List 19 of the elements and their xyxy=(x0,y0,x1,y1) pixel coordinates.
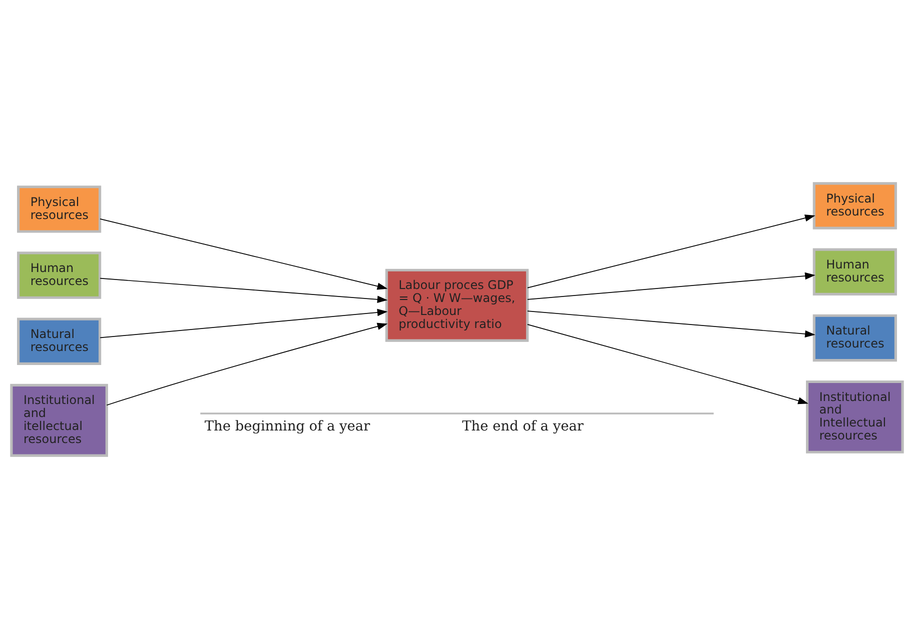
label: The beginning of a year xyxy=(204,418,370,434)
arrow xyxy=(100,218,388,290)
node-box: Natural resources xyxy=(812,314,897,362)
node-box: Physical resources xyxy=(17,185,102,232)
node-box: Natural resources xyxy=(17,317,102,364)
arrow xyxy=(100,308,388,338)
node-box: Institutional and Intellectual resources xyxy=(806,380,904,453)
arrow xyxy=(527,324,808,404)
node-box: Labour proces GDP = Q · W W—wages, Q—Labour productivity ratio xyxy=(385,268,529,342)
node-box: Physical resources xyxy=(812,182,897,229)
label: The end of a year xyxy=(462,418,584,434)
arrow xyxy=(527,310,816,338)
node-box: Institutional and itellectual resources xyxy=(10,383,108,456)
node-box: Human resources xyxy=(17,251,102,298)
arrow xyxy=(100,277,388,302)
arrow xyxy=(106,322,388,406)
arrow xyxy=(527,272,816,300)
arrow xyxy=(527,214,816,288)
node-box: Human resources xyxy=(812,248,897,295)
